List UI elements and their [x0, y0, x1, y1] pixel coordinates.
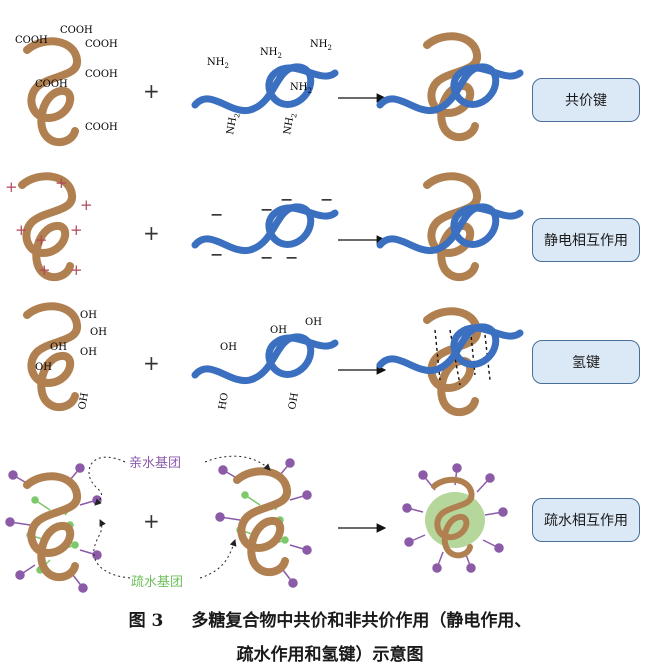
protein-oh: OH OH OH HO OH — [195, 317, 335, 411]
svg-text:NH2: NH2 — [225, 112, 242, 136]
plus-operator: + — [143, 221, 160, 245]
subscript: 2 — [224, 62, 228, 70]
cooh-label: COOH — [85, 69, 118, 80]
row-electrostatic: + + + + + + + + + − − − − − − − — [5, 174, 520, 279]
plus-operator: + — [143, 351, 160, 375]
protein-amphiphilic — [215, 458, 312, 588]
plus-charge: + — [70, 261, 83, 279]
complex-covalent — [380, 36, 520, 137]
label-hydrophobic: 疏水相互作用 — [532, 498, 640, 542]
minus-charge: − — [210, 205, 223, 224]
nh2-label: NH — [310, 39, 328, 50]
hydrophobic-group-label: 疏水基团 — [131, 575, 184, 590]
plus-charge: + — [15, 221, 28, 239]
figure-number: 图 3 — [128, 611, 164, 631]
subscript: 2 — [290, 113, 299, 119]
plus-operator: + — [143, 79, 160, 103]
polysaccharide-oh: OH OH OH OH OH OH — [27, 306, 107, 410]
cooh-label: COOH — [15, 35, 48, 46]
subscript: 2 — [307, 87, 311, 95]
nh2-label: NH — [260, 47, 278, 58]
oh-label: OH — [80, 347, 97, 358]
nh2-label: NH — [290, 82, 308, 93]
cooh-label: COOH — [85, 122, 118, 133]
plus-charge: + — [80, 196, 93, 214]
row-covalent: COOH COOH COOH COOH COOH COOH + NH2 NH2 … — [15, 25, 520, 142]
subscript: 2 — [327, 44, 331, 52]
label-electrostatic: 静电相互作用 — [532, 218, 640, 262]
protein-negative: − − − − − − − — [195, 190, 335, 267]
complex-hydrophobic — [402, 463, 508, 573]
svg-text:NH2: NH2 — [310, 39, 332, 52]
row-hydrogen-bond: OH OH OH OH OH OH + OH OH OH HO OH — [27, 306, 520, 412]
minus-charge: − — [260, 200, 273, 219]
svg-text:NH2: NH2 — [282, 112, 299, 136]
plus-charge: + — [5, 178, 18, 196]
polysaccharide-amphiphilic — [5, 463, 102, 593]
polysaccharide-positive: + + + + + + + + — [5, 174, 93, 279]
complex-electrostatic — [380, 176, 520, 277]
nh2-label: NH — [282, 116, 296, 135]
svg-text:NH2: NH2 — [290, 82, 312, 95]
oh-label: OH — [220, 342, 237, 353]
cooh-label: COOH — [60, 25, 93, 36]
nh2-label: NH — [207, 57, 225, 68]
plus-charge: + — [55, 174, 68, 192]
plus-charge: + — [35, 231, 48, 249]
oh-label: OH — [305, 317, 322, 328]
caption-line2: 疏水作用和氢键）示意图 — [236, 645, 424, 665]
plus-operator: + — [143, 509, 160, 533]
minus-charge: − — [280, 190, 293, 209]
caption-line1: 多糖复合物中共价和非共价作用（静电作用、 — [191, 611, 532, 631]
interaction-diagram: COOH COOH COOH COOH COOH COOH + NH2 NH2 … — [5, 25, 660, 593]
protein-nh2: NH2 NH2 NH2 NH2 NH2 NH2 — [195, 39, 335, 136]
label-hydrogen-bond: 氢键 — [532, 340, 640, 384]
svg-text:NH2: NH2 — [207, 57, 229, 70]
minus-charge: − — [260, 248, 273, 267]
plus-charge: + — [38, 261, 51, 279]
minus-charge: − — [285, 248, 298, 267]
minus-charge: − — [210, 245, 223, 264]
oh-label: OH — [287, 392, 301, 411]
oh-label: OH — [270, 325, 287, 336]
plus-charge: + — [70, 221, 83, 239]
cooh-label: COOH — [35, 79, 68, 90]
minus-charge: − — [320, 190, 333, 209]
hydrophilic-group-label: 亲水基团 — [129, 456, 182, 471]
svg-text:NH2: NH2 — [260, 47, 282, 60]
oh-label: OH — [90, 327, 107, 338]
nh2-label: NH — [225, 116, 239, 135]
complex-hydrogen-bond — [380, 311, 520, 412]
subscript: 2 — [277, 52, 281, 60]
polysaccharide-cooh: COOH COOH COOH COOH COOH COOH — [15, 25, 118, 142]
label-covalent-bond: 共价键 — [532, 78, 640, 122]
ho-label: HO — [217, 392, 231, 411]
oh-label: OH — [35, 362, 52, 373]
cooh-label: COOH — [85, 39, 118, 50]
row-hydrophobic: + — [5, 455, 508, 593]
oh-label: OH — [50, 342, 67, 353]
subscript: 2 — [233, 113, 242, 119]
oh-label: OH — [77, 392, 91, 411]
oh-label: OH — [80, 310, 97, 321]
figure-caption: 图 3 多糖复合物中共价和非共价作用（静电作用、 — [0, 606, 660, 631]
